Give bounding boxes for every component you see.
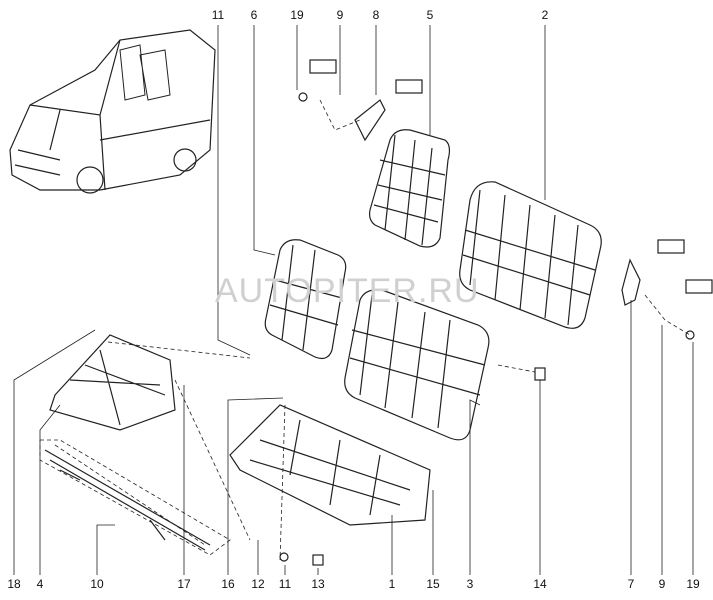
callout-18: 18 <box>7 577 21 591</box>
callout-16: 16 <box>221 577 235 591</box>
rod-assembly-10 <box>44 449 211 551</box>
part-11 <box>279 552 289 562</box>
ref-box <box>309 59 337 74</box>
callout-2: 2 <box>541 8 549 22</box>
callout-17: 17 <box>177 577 191 591</box>
callout-14: 14 <box>533 577 547 591</box>
part-19 <box>298 92 308 102</box>
callout-11: 11 <box>211 8 225 22</box>
callout-19-bottom: 19 <box>686 577 700 591</box>
callout-1: 1 <box>388 577 396 591</box>
callout-15: 15 <box>426 577 440 591</box>
callout-19: 19 <box>290 8 304 22</box>
ref-box <box>395 79 423 94</box>
part-14 <box>534 367 546 381</box>
seat-back-frame-6 <box>264 239 347 360</box>
seat-cushion-frame-4 <box>49 334 176 431</box>
callout-3: 3 <box>466 577 474 591</box>
callout-11-bottom: 11 <box>278 577 292 591</box>
part-13 <box>312 554 324 566</box>
leader-lines <box>13 25 694 575</box>
seat-back-frame-2 <box>459 181 602 329</box>
dashed-guides <box>39 99 691 561</box>
callout-9-bottom: 9 <box>658 577 666 591</box>
watermark: AUTOPITER.RU <box>215 272 480 310</box>
callout-5: 5 <box>426 8 434 22</box>
callout-9: 9 <box>336 8 344 22</box>
callout-8: 8 <box>372 8 380 22</box>
callout-4: 4 <box>36 577 44 591</box>
seat-back-frame-3 <box>344 289 490 441</box>
part-19-right <box>685 330 695 340</box>
seat-back-frame-5 <box>368 129 451 248</box>
callout-6: 6 <box>250 8 258 22</box>
callout-10: 10 <box>90 577 104 591</box>
hinge-8 <box>354 99 386 142</box>
callout-7: 7 <box>627 577 635 591</box>
hinge-7 <box>621 258 641 306</box>
ref-box <box>685 279 713 294</box>
callout-13: 13 <box>311 577 325 591</box>
seat-cushion-frame-1 <box>229 404 431 526</box>
car-illustration <box>9 29 216 194</box>
ref-box <box>657 239 685 254</box>
callout-12: 12 <box>251 577 265 591</box>
